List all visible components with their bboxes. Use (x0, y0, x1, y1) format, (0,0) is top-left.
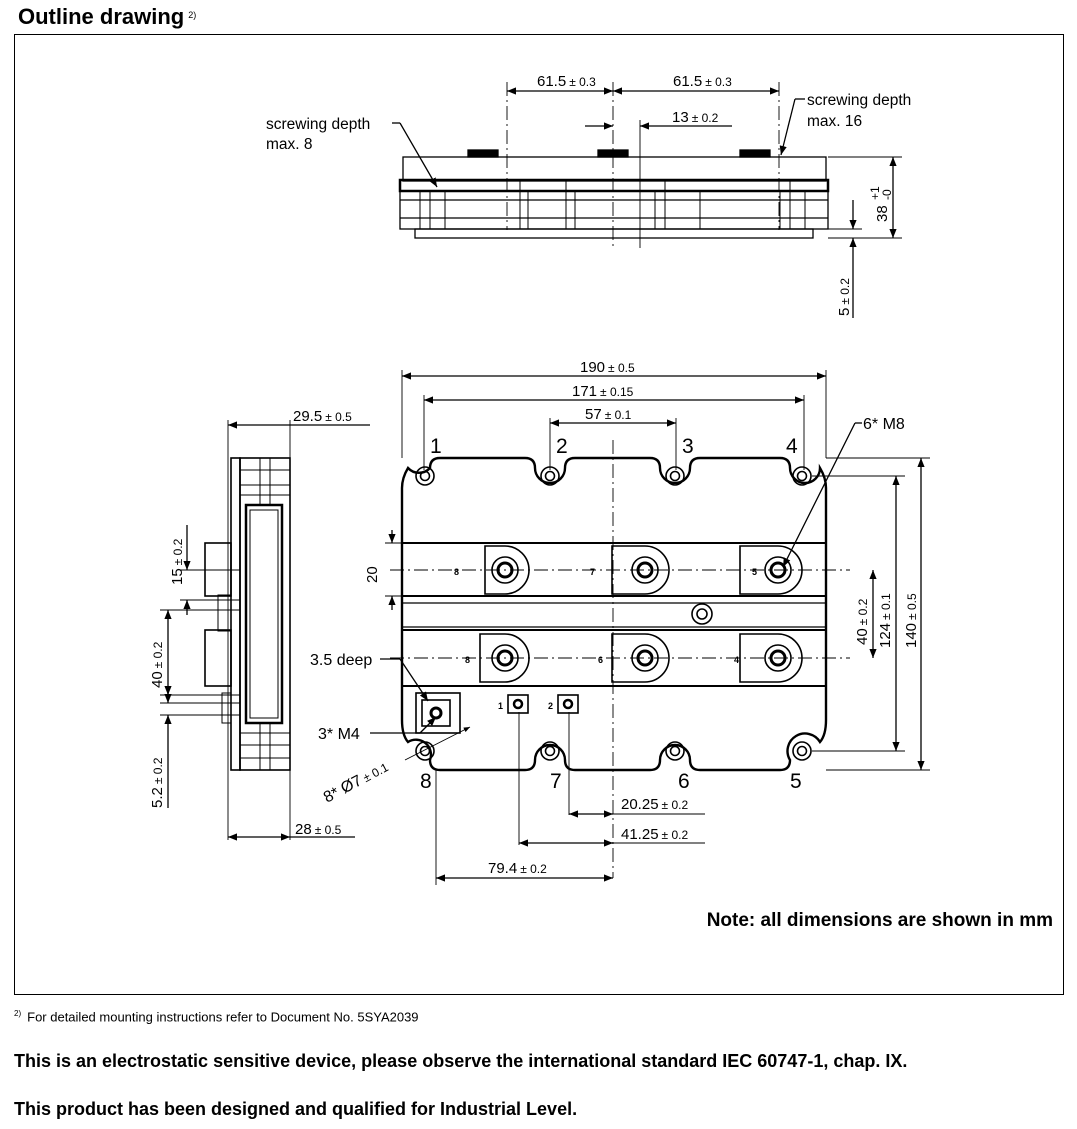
footnote-text: For detailed mounting instructions refer… (27, 1009, 419, 1025)
dim-20: 20 (364, 566, 381, 583)
dim-29-5: 29.5± 0.5 (293, 408, 352, 425)
outline-drawing: 61.5± 0.3 61.5± 0.3 13± 0.2 screwing dep… (149, 73, 930, 885)
dim-171: 171± 0.15 (572, 383, 634, 400)
dim-28: 28± 0.5 (295, 821, 342, 838)
dim-40-end: 40± 0.2 (149, 641, 166, 688)
dim-side-right: 61.5± 0.3 (673, 73, 732, 90)
corner-label-4: 4 (786, 435, 798, 458)
dim-40: 40± 0.2 (854, 598, 871, 645)
svg-text:8* Ø7± 0.1: 8* Ø7± 0.1 (321, 758, 392, 806)
dim-5-2: 5.2± 0.2 (149, 757, 166, 808)
svg-text:5.2± 0.2: 5.2± 0.2 (149, 757, 166, 808)
label-3-5-deep: 3.5 deep (310, 652, 372, 669)
svg-text:40± 0.2: 40± 0.2 (149, 641, 166, 688)
screw-right-line1: screwing depth (807, 92, 911, 109)
pad-label: 8 (465, 655, 470, 665)
footnote-mark: 2) (14, 1009, 22, 1018)
esd-statement: This is an electrostatic sensitive devic… (14, 1051, 908, 1071)
section-title-text: Outline drawing (18, 4, 185, 29)
corner-label-1: 1 (430, 435, 442, 458)
pad-label: 7 (590, 567, 595, 577)
pad-label: 4 (734, 655, 739, 665)
aux-label-1: 1 (498, 701, 503, 711)
corner-label-3: 3 (682, 435, 694, 458)
screw-left-line1: screwing depth (266, 116, 370, 133)
side-view-base (414, 228, 814, 239)
dim-side-left: 61.5± 0.3 (537, 73, 596, 90)
dim-124: 124± 0.1 (877, 593, 894, 648)
pad-label: 6 (598, 655, 603, 665)
corner-label-8: 8 (420, 770, 432, 793)
label-m8: 6* M8 (863, 416, 905, 433)
dim-15: 15± 0.2 (169, 538, 186, 585)
drawing-frame (14, 34, 1064, 995)
module-outline (400, 456, 828, 772)
dim-height: 38 +1 -0 (868, 186, 894, 222)
pad-label: 5 (752, 567, 757, 577)
side-view: 61.5± 0.3 61.5± 0.3 13± 0.2 screwing dep… (266, 73, 911, 318)
svg-text:+1: +1 (868, 186, 882, 200)
svg-text:124± 0.1: 124± 0.1 (877, 593, 894, 648)
svg-text:140± 0.5: 140± 0.5 (903, 593, 920, 648)
footnote-ref: 2) (188, 10, 197, 20)
label-m4: 3* M4 (318, 726, 360, 743)
dim-41-25: 41.25± 0.2 (621, 826, 688, 843)
footnote: 2) For detailed mounting instructions ref… (14, 1009, 419, 1024)
svg-text:-0: -0 (880, 189, 894, 200)
dim-20-25: 20.25± 0.2 (621, 796, 688, 813)
aux-label-2: 2 (548, 701, 553, 711)
qualification-statement: This product has been designed and quali… (14, 1099, 578, 1119)
side-view-lid (402, 156, 827, 182)
svg-text:40± 0.2: 40± 0.2 (854, 598, 871, 645)
svg-text:38: 38 (874, 205, 891, 222)
screw-left-line2: max. 8 (266, 136, 313, 153)
dim-190: 190± 0.5 (580, 359, 635, 376)
screw-right-line2: max. 16 (807, 113, 862, 130)
dim-79-4: 79.4± 0.2 (488, 860, 547, 877)
dim-side-center: 13± 0.2 (672, 109, 719, 126)
svg-text:20: 20 (364, 566, 381, 583)
corner-label-7: 7 (550, 770, 562, 793)
corner-label-5: 5 (790, 770, 802, 793)
dimension-note: Note: all dimensions are shown in mm (706, 910, 1053, 931)
corner-label-2: 2 (556, 435, 568, 458)
svg-text:15± 0.2: 15± 0.2 (169, 538, 186, 585)
label-hole: 8* Ø7± 0.1 (321, 758, 392, 807)
side-view-body (399, 190, 829, 230)
corner-label-6: 6 (678, 770, 690, 793)
end-view: 29.5± 0.5 28± 0.5 15± 0.2 40± 0.2 5.2± 0… (149, 408, 370, 841)
dim-57: 57± 0.1 (585, 406, 632, 423)
dim-base: 5± 0.2 (836, 278, 853, 316)
dim-140: 140± 0.5 (903, 593, 920, 648)
top-view: 190± 0.5 171± 0.15 57± 0.1 6* M8 1 2 3 4… (310, 359, 930, 885)
pad-label: 8 (454, 567, 459, 577)
svg-text:5± 0.2: 5± 0.2 (836, 278, 853, 316)
